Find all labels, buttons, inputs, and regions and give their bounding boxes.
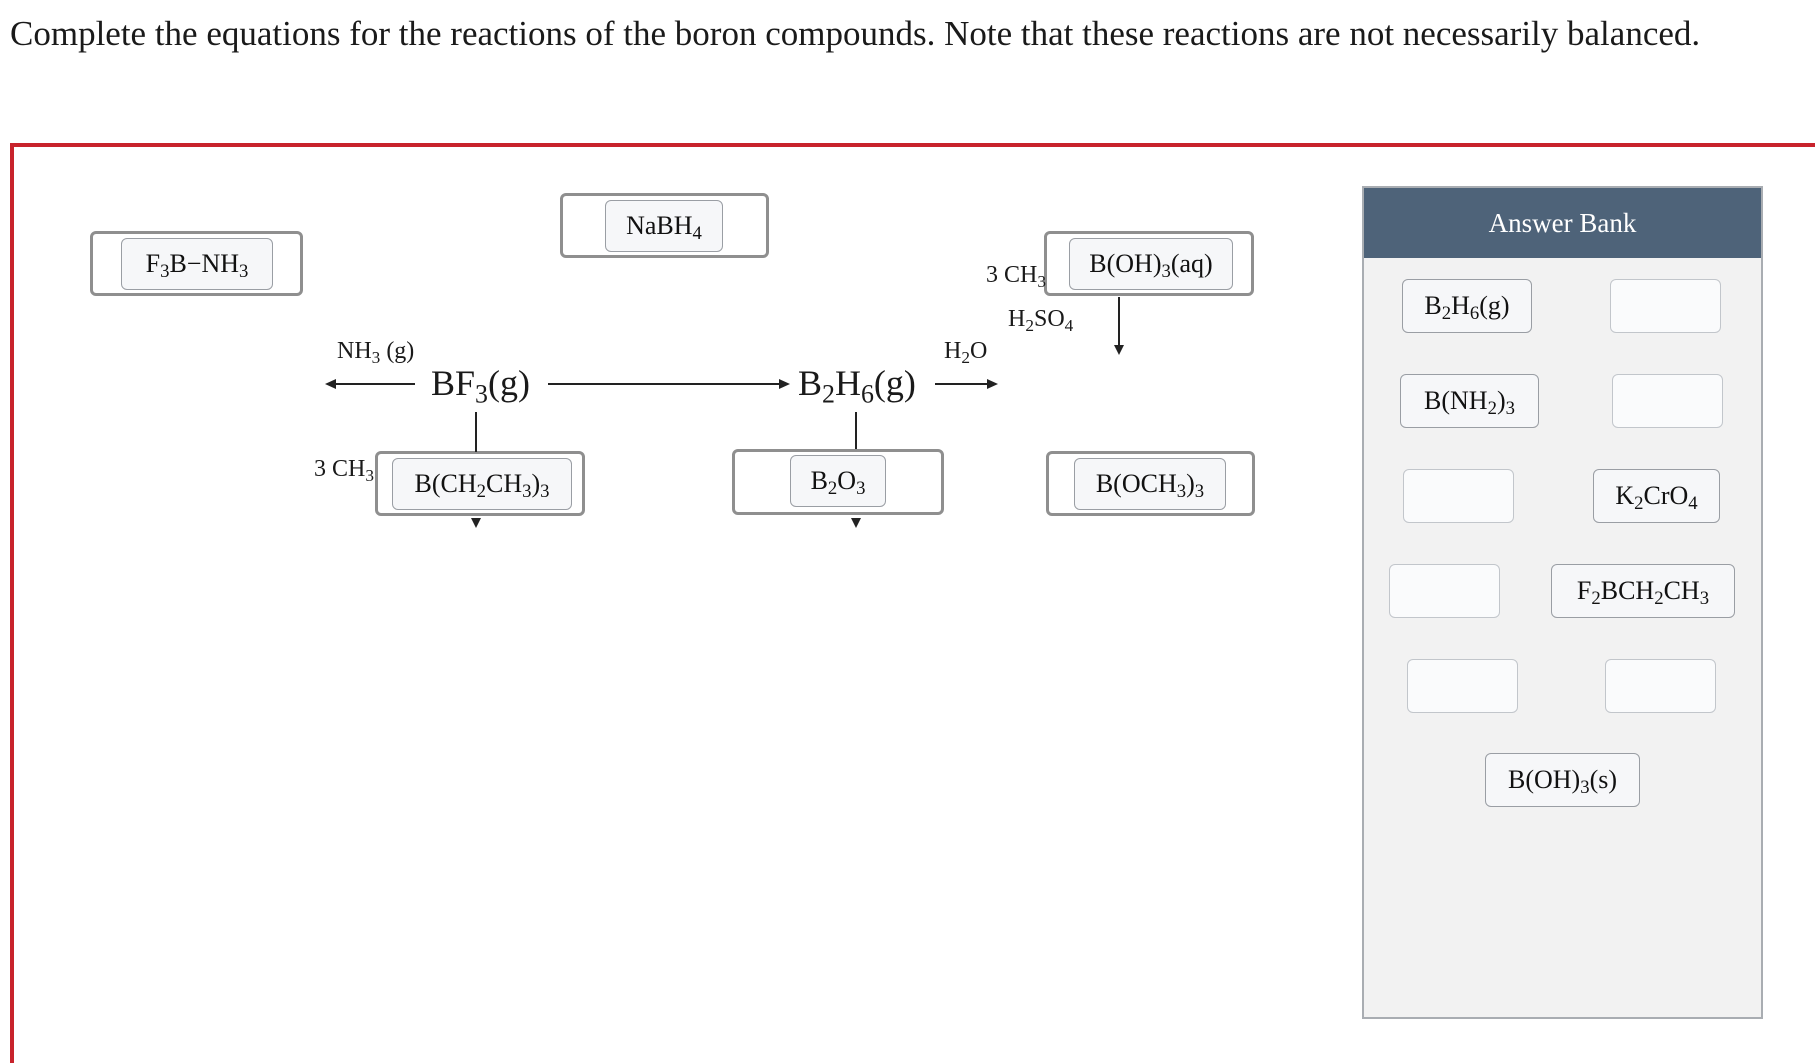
bf3-compound: BF3(g) — [431, 363, 530, 409]
b2h6-compound: B2H6(g) — [798, 363, 916, 409]
tile-label: B(NH2)3 — [1424, 386, 1515, 420]
tile-label: B2H6(g) — [1424, 291, 1510, 325]
instructions-text: Complete the equations for the reactions… — [10, 14, 1701, 53]
bank-empty-slot — [1407, 659, 1518, 713]
answer-bank-title: Answer Bank — [1364, 188, 1761, 258]
placed-tile-nabh4[interactable]: NaBH4 — [605, 200, 723, 252]
placed-tile-b-ch2ch3-3[interactable]: B(CH2CH3)3 — [392, 458, 572, 510]
bank-empty-slot — [1610, 279, 1721, 333]
arrowhead-down — [1114, 345, 1124, 355]
bank-tile-b-nh2-3[interactable]: B(NH2)3 — [1400, 374, 1539, 428]
tile-label: F3B−NH3 — [145, 249, 249, 283]
arrowhead-down — [471, 518, 481, 528]
arrowhead-right — [987, 379, 998, 389]
tile-label: K2CrO4 — [1615, 481, 1698, 515]
h2so4-reagent-label: H2SO4 — [1008, 306, 1074, 335]
bank-tile-f2bch2ch3[interactable]: F2BCH2CH3 — [1551, 564, 1735, 618]
bank-empty-slot — [1605, 659, 1716, 713]
line-bf3-down — [475, 412, 477, 452]
tile-label: B(OH)3(aq) — [1089, 249, 1213, 283]
tile-label: B2O3 — [810, 466, 866, 500]
tile-label: F2BCH2CH3 — [1576, 576, 1710, 610]
ch3-reagent-label-right: 3 CH3 — [986, 262, 1046, 291]
arrow-down-h2so4 — [1118, 297, 1120, 347]
bank-tile-boh3-s[interactable]: B(OH)3(s) — [1485, 753, 1640, 807]
line-b2h6-down — [855, 412, 857, 449]
tile-label: B(CH2CH3)3 — [414, 469, 550, 503]
placed-tile-boh3-aq[interactable]: B(OH)3(aq) — [1069, 238, 1233, 290]
bank-empty-slot — [1403, 469, 1514, 523]
bank-tile-b2h6[interactable]: B2H6(g) — [1402, 279, 1532, 333]
arrowhead-right — [779, 379, 790, 389]
arrow-to-left — [335, 383, 415, 385]
ch3-reagent-label-left: 3 CH3 — [314, 456, 374, 485]
bank-tile-k2cro4[interactable]: K2CrO4 — [1593, 469, 1720, 523]
h2o-reagent-label: H2O — [944, 338, 988, 367]
tile-label: NaBH4 — [626, 211, 702, 245]
placed-tile-f3b-nh3[interactable]: F3B−NH3 — [121, 238, 273, 290]
nh3-reagent-label: NH3 (g) — [337, 338, 415, 367]
tile-label: B(OH)3(s) — [1507, 765, 1617, 799]
arrowhead-left — [325, 379, 336, 389]
bank-empty-slot — [1389, 564, 1500, 618]
placed-tile-b-och3-3[interactable]: B(OCH3)3 — [1074, 458, 1226, 510]
bank-empty-slot — [1612, 374, 1723, 428]
placed-tile-b2o3[interactable]: B2O3 — [790, 455, 886, 507]
workspace — [10, 143, 1815, 1063]
arrowhead-down — [851, 518, 861, 528]
tile-label: B(OCH3)3 — [1095, 469, 1205, 503]
arrow-b2h6-right — [935, 383, 987, 385]
arrow-bf3-to-b2h6 — [548, 383, 780, 385]
